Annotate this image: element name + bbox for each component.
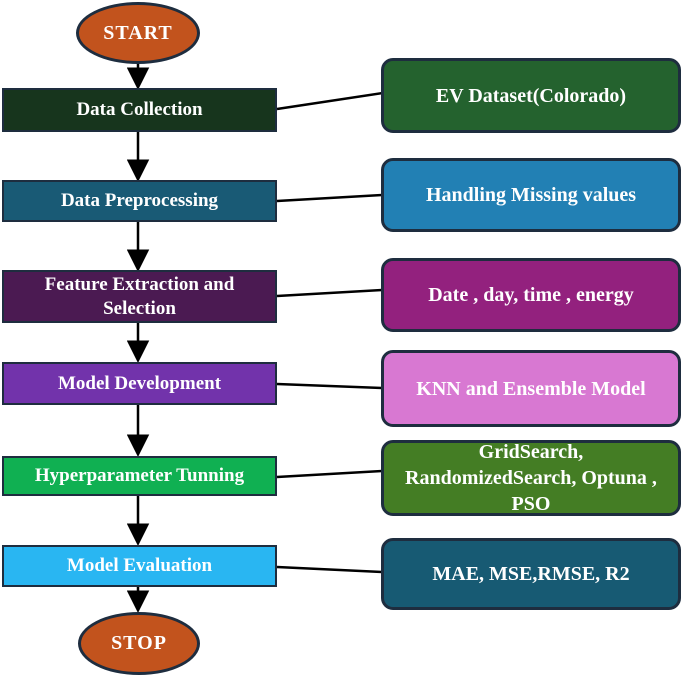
detail-label: KNN and Ensemble Model [416, 377, 646, 400]
step-model-development: Model Development [2, 362, 277, 405]
step-feature-extraction: Feature Extraction and Selection [2, 270, 277, 323]
step-label: Model Development [57, 372, 222, 394]
step-data-preprocessing: Data Preprocessing [2, 180, 277, 222]
step-label: Feature Extraction and Selection [44, 273, 235, 319]
detail-knn-ensemble-model: KNN and Ensemble Model [381, 350, 681, 427]
start-label: START [103, 21, 173, 44]
step-label: Data Collection [76, 99, 203, 121]
step-model-evaluation: Model Evaluation [2, 545, 277, 587]
detail-ev-dataset: EV Dataset(Colorado) [381, 58, 681, 133]
detail-label: EV Dataset(Colorado) [435, 84, 627, 107]
detail-handling-missing-values: Handling Missing values [381, 158, 681, 232]
step-hyperparameter-tunning: Hyperparameter Tunning [2, 456, 277, 496]
detail-metrics: MAE, MSE,RMSE, R2 [381, 538, 681, 610]
stop-terminal: STOP [78, 612, 200, 675]
detail-label: GridSearch, RandomizedSearch, Optuna , P… [405, 441, 657, 515]
detail-label: MAE, MSE,RMSE, R2 [432, 563, 630, 585]
detail-label: Handling Missing values [425, 184, 637, 206]
detail-label: Date , day, time , energy [428, 284, 634, 306]
stop-label: STOP [111, 632, 167, 654]
step-label: Model Evaluation [66, 555, 213, 577]
start-terminal: START [76, 2, 200, 64]
step-label: Hyperparameter Tunning [34, 465, 245, 487]
step-data-collection: Data Collection [2, 88, 277, 132]
detail-search-methods: GridSearch, RandomizedSearch, Optuna , P… [381, 440, 681, 516]
step-label: Data Preprocessing [60, 190, 219, 212]
detail-date-day-time-energy: Date , day, time , energy [381, 258, 681, 332]
